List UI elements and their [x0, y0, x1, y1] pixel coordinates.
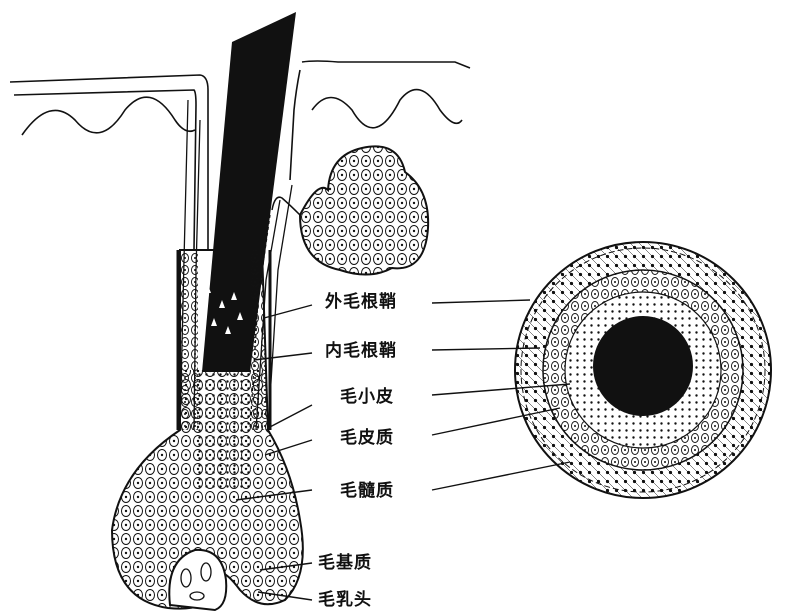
label-outer-root-sheath: 外毛根鞘 — [325, 292, 397, 312]
sebaceous-gland — [272, 146, 428, 274]
label-cortex: 毛皮质 — [340, 428, 394, 448]
label-inner-root-sheath: 内毛根鞘 — [325, 341, 397, 361]
label-cuticle: 毛小皮 — [340, 387, 394, 407]
label-papilla: 毛乳头 — [318, 590, 372, 610]
hair-shaft — [202, 12, 296, 372]
label-matrix: 毛基质 — [318, 553, 372, 573]
label-medulla: 毛髓质 — [340, 481, 394, 501]
hair-cross-section — [515, 242, 771, 498]
